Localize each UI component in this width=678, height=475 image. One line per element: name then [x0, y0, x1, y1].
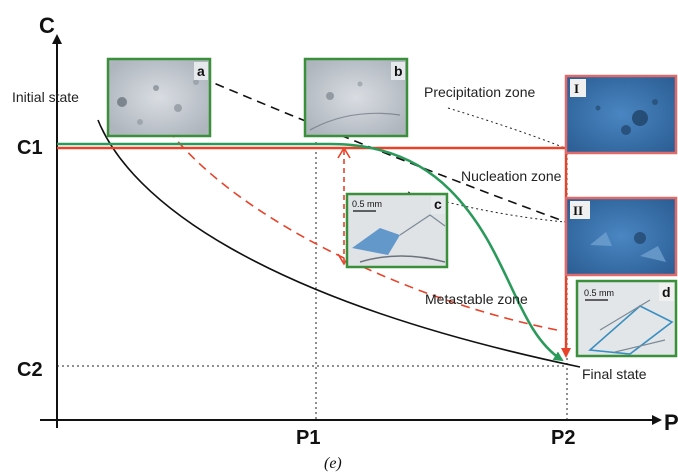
inset-a: a — [106, 57, 212, 138]
tick-p1: P1 — [296, 427, 320, 449]
inset-b-label: b — [394, 63, 403, 79]
tick-c2: C2 — [17, 359, 43, 381]
inset-d-scale: 0.5 mm — [584, 288, 614, 298]
precipitation-zone-label: Precipitation zone — [424, 84, 536, 100]
inset-d: 0.5 mm d — [575, 279, 678, 358]
y-axis-label: C — [39, 13, 55, 38]
inset-a-label: a — [197, 63, 205, 79]
tick-c1: C1 — [17, 137, 43, 159]
precipitation-boundary-top — [447, 107, 566, 149]
inset-roman-2: II — [564, 196, 678, 277]
x-axis-label: P — [664, 410, 678, 435]
inset-roman-1-label: I — [574, 81, 579, 96]
inset-c-scale: 0.5 mm — [352, 199, 382, 209]
tick-p2: P2 — [551, 427, 575, 449]
initial-state-label: Initial state — [12, 89, 79, 105]
green-path — [57, 142, 564, 362]
final-state-label: Final state — [582, 366, 647, 382]
inset-c-label: c — [434, 196, 442, 212]
inset-c: 0.5 mm c — [345, 192, 449, 269]
red-dashed-curve — [159, 117, 563, 332]
inset-d-label: d — [662, 284, 671, 300]
inset-roman-2-label: II — [573, 203, 583, 218]
solubility-curve — [97, 119, 581, 368]
inset-b: b — [303, 57, 409, 138]
inset-roman-1: I — [564, 74, 678, 155]
metastable-zone-label: Metastable zone — [425, 291, 528, 307]
nucleation-zone-label: Nucleation zone — [461, 168, 562, 184]
figure-caption: (e) — [324, 455, 342, 472]
